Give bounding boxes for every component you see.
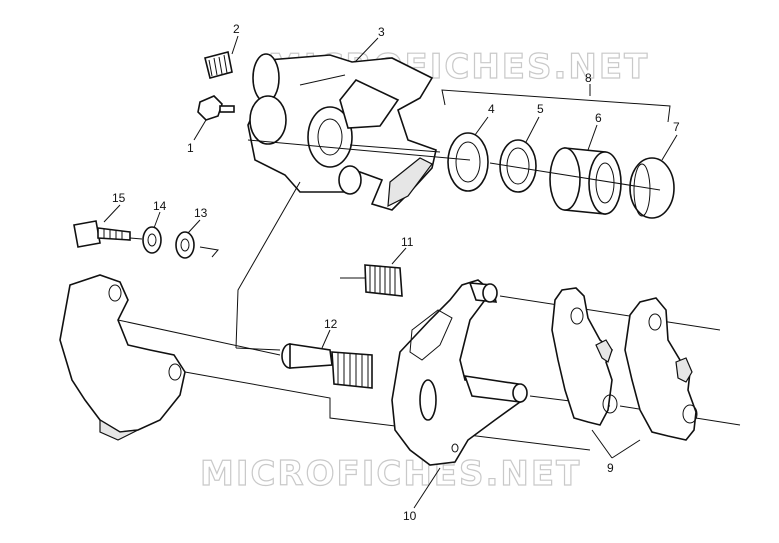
caliper-body	[247, 53, 437, 211]
seal-ring-inner	[499, 139, 537, 193]
bolt-15	[73, 220, 131, 248]
mounting-bracket	[59, 274, 186, 441]
washer-14	[142, 226, 162, 254]
piston-cap	[629, 157, 675, 219]
callout-11: 11	[401, 235, 414, 249]
callout-7: 7	[673, 120, 680, 134]
caliper-bracket-10	[391, 279, 528, 466]
callout-13: 13	[194, 206, 208, 220]
watermark-bottom: MICROFICHES.NET	[200, 454, 581, 494]
callout-8: 8	[585, 71, 592, 85]
callout-10: 10	[403, 509, 417, 523]
callout-2: 2	[233, 22, 240, 36]
piston	[549, 147, 622, 215]
callout-6: 6	[595, 111, 602, 125]
brake-pad-outer	[624, 297, 698, 441]
washer-13	[175, 231, 195, 259]
brake-pad-inner	[551, 287, 618, 426]
callout-4: 4	[488, 102, 495, 116]
callout-14: 14	[153, 199, 167, 213]
bleeder-fitting	[197, 95, 235, 121]
callout-3: 3	[378, 25, 385, 39]
callout-9: 9	[607, 461, 614, 475]
bracket-8	[441, 84, 671, 123]
pin-spring-11	[340, 264, 403, 297]
callout-15: 15	[112, 191, 126, 205]
callout-5: 5	[537, 102, 544, 116]
bleeder-screw	[204, 51, 233, 79]
pin-12	[281, 343, 373, 389]
seal-ring-outer	[447, 132, 489, 192]
callout-1: 1	[187, 141, 194, 155]
callout-12: 12	[324, 317, 338, 331]
